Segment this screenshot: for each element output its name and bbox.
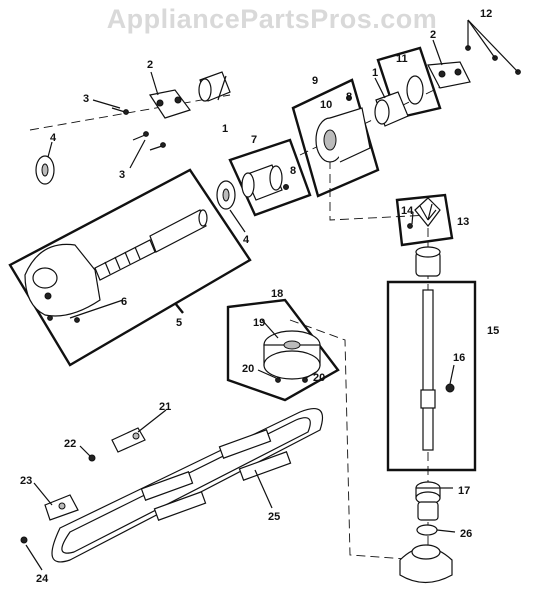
screw-10 [346,95,352,101]
motor-housing [24,209,208,323]
callout-8: 8 [290,165,296,177]
screw-20-left [275,377,281,383]
clutch-gear-9 [315,107,371,163]
callout-12: 12 [480,8,492,20]
callout-22: 22 [64,438,76,450]
clip-21 [111,427,146,453]
part-box-15 [386,280,477,472]
callout-11: 11 [396,53,408,65]
callout-17: 17 [458,485,470,497]
callout-7: 7 [251,134,257,146]
callout-20-right: 20 [313,372,325,384]
callout-23: 23 [20,475,32,487]
screw-24 [20,536,28,544]
part-box-9 [291,78,380,198]
bushing-1-left [198,71,231,102]
callout-2-left: 2 [147,59,153,71]
screw-22 [88,454,96,462]
washer-4-left-hole [41,163,49,177]
base-pulley [399,544,453,584]
callout-1-right: 1 [372,67,378,79]
callout-10: 10 [320,99,332,111]
gear-stack [417,501,439,521]
callout-21: 21 [159,401,171,413]
callout-1-left: 1 [222,123,228,135]
callout-3-lower: 3 [119,169,125,181]
screw-20-right [302,377,308,383]
callout-20-left: 20 [242,363,254,375]
coupling [415,246,441,277]
callout-5: 5 [176,317,182,329]
callout-9: 9 [312,75,318,87]
callout-4-right: 4 [243,234,250,246]
callout-24: 24 [36,573,49,585]
callout-6: 6 [121,296,127,308]
center-line-pulley-return [289,319,421,561]
part-box-18 [226,298,340,402]
part-box-5-bracket [174,302,184,314]
washer-26 [416,524,438,536]
callout-25: 25 [268,511,280,523]
pin-14 [407,223,413,229]
callout-3-upper: 3 [83,93,89,105]
watermark-text: AppliancePartsPros.com [106,4,438,34]
center-line-vertical-right [329,160,431,221]
clip-23 [44,494,79,521]
callout-13: 13 [457,216,469,228]
gear-17 [415,481,441,505]
bracket-2-right [427,61,471,89]
center-line-main-axis [29,94,231,131]
shaft-15 [420,289,436,451]
callout-15: 15 [487,325,499,337]
callout-26: 26 [460,528,472,540]
clip-16 [445,383,455,393]
bevel-gear-13 [414,197,441,227]
belt-25 [51,408,324,563]
bushing-7 [241,164,283,201]
part-box-5 [8,168,252,367]
callout-8-group-9: 8 [346,91,352,103]
callout-14: 14 [401,205,414,217]
callout-2-right: 2 [430,29,436,41]
callout-16: 16 [453,352,465,364]
callout-19: 19 [253,317,265,329]
callout-4-left: 4 [50,132,57,144]
screws-3 [111,107,166,151]
bushing-1-right [374,91,409,127]
bracket-2-left [149,89,191,119]
washer-4-right-hole [222,188,230,202]
pulley-19 [263,330,321,380]
screws-12 [465,45,521,75]
part-box-13 [395,193,454,247]
screw-8 [283,184,289,190]
leader-lines [25,19,519,571]
washer-11 [406,75,424,105]
callout-18: 18 [271,288,283,300]
